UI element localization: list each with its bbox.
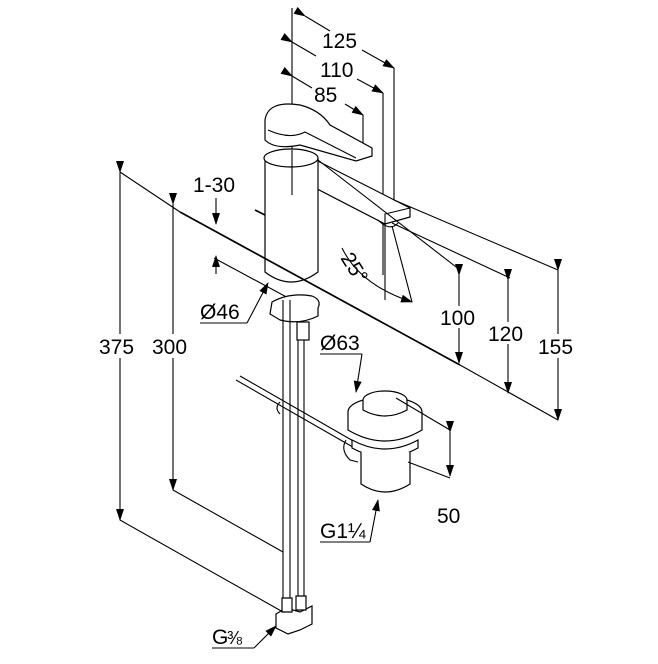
body-top-ring — [263, 148, 319, 168]
extension-50-top — [395, 397, 451, 431]
dim-label-120: 120 — [488, 323, 523, 346]
extension-375-top — [119, 171, 181, 213]
extension-spout-120 — [391, 222, 511, 279]
dim-label-g38-base: G — [212, 626, 228, 649]
height-dimensions: 100 120 155 — [179, 159, 580, 421]
dim-arrow-110-b — [356, 78, 384, 94]
hose-length-dimensions: 375 300 — [97, 161, 284, 613]
reach-dimensions: 125 110 85 — [280, 6, 395, 275]
spout-tip-edge — [384, 207, 411, 224]
waste-flange-side — [347, 412, 423, 442]
angle-arc — [341, 247, 413, 303]
dim-label-46: Ø46 — [200, 301, 240, 324]
hose-ferrule-left — [281, 597, 293, 613]
deck-thickness-dimension: 1-30 — [193, 174, 235, 274]
pop-up-linkage-b — [239, 375, 363, 447]
leader-63 — [353, 353, 363, 393]
waste-assembly: 50 Ø63 G1¼ — [320, 332, 460, 543]
waste-overflow — [343, 439, 359, 463]
dim-label-g114: G1¼ — [320, 520, 366, 543]
dim-label-1-30: 1-30 — [193, 174, 235, 197]
waste-plug-side — [362, 400, 408, 417]
faucet-body — [264, 158, 319, 283]
dim-label-155: 155 — [538, 336, 573, 359]
dim-label-125: 125 — [322, 30, 357, 53]
deck-top-line — [179, 211, 461, 366]
dim-arrow-85-a — [280, 66, 313, 89]
dim-label-85: 85 — [314, 84, 337, 107]
dim-arrow-85-b — [344, 103, 364, 116]
pop-up-rod — [254, 209, 266, 216]
dim-label-300: 300 — [152, 336, 187, 359]
hose-thread-dimension: G ⅜ — [212, 625, 277, 649]
handle-lever — [264, 103, 373, 162]
waste-body — [360, 452, 411, 493]
hose-ferrule-right — [295, 595, 307, 611]
mounting-nut — [296, 321, 310, 341]
mounting-washer — [269, 294, 320, 323]
extension-spout-155 — [393, 199, 559, 271]
aerator — [377, 219, 399, 228]
leader-46 — [246, 282, 269, 324]
dim-label-50: 50 — [437, 505, 460, 528]
angle-dimension: 25° — [336, 224, 413, 303]
extension-spout-100 — [317, 159, 461, 271]
leader-g114 — [369, 499, 380, 543]
dim-arrow-125-a — [293, 6, 331, 32]
extension-50-bottom — [407, 461, 451, 479]
dim-arrow-125-b — [361, 49, 395, 69]
leader-g38 — [253, 625, 277, 649]
dim-arrow-110-a — [280, 33, 317, 57]
dim-label-100: 100 — [440, 307, 475, 330]
dim-label-25-deg: 25° — [336, 248, 372, 287]
dim-label-110: 110 — [320, 59, 353, 82]
angle-flow-line — [391, 225, 413, 303]
dim-label-375: 375 — [99, 336, 134, 359]
dim-label-g38-fraction: ⅜ — [227, 628, 243, 648]
mounting-assembly — [235, 294, 363, 635]
dim-label-63: Ø63 — [320, 332, 360, 355]
base-line-extension — [459, 364, 559, 421]
body-diameter-dimension: Ø46 — [200, 282, 269, 324]
extension-300-bottom — [172, 489, 284, 553]
lever-edge — [267, 129, 357, 159]
pop-up-linkage-a — [235, 379, 359, 451]
extension-375-bottom — [119, 519, 284, 613]
linkage-clip — [276, 401, 281, 415]
faucet — [254, 103, 411, 283]
